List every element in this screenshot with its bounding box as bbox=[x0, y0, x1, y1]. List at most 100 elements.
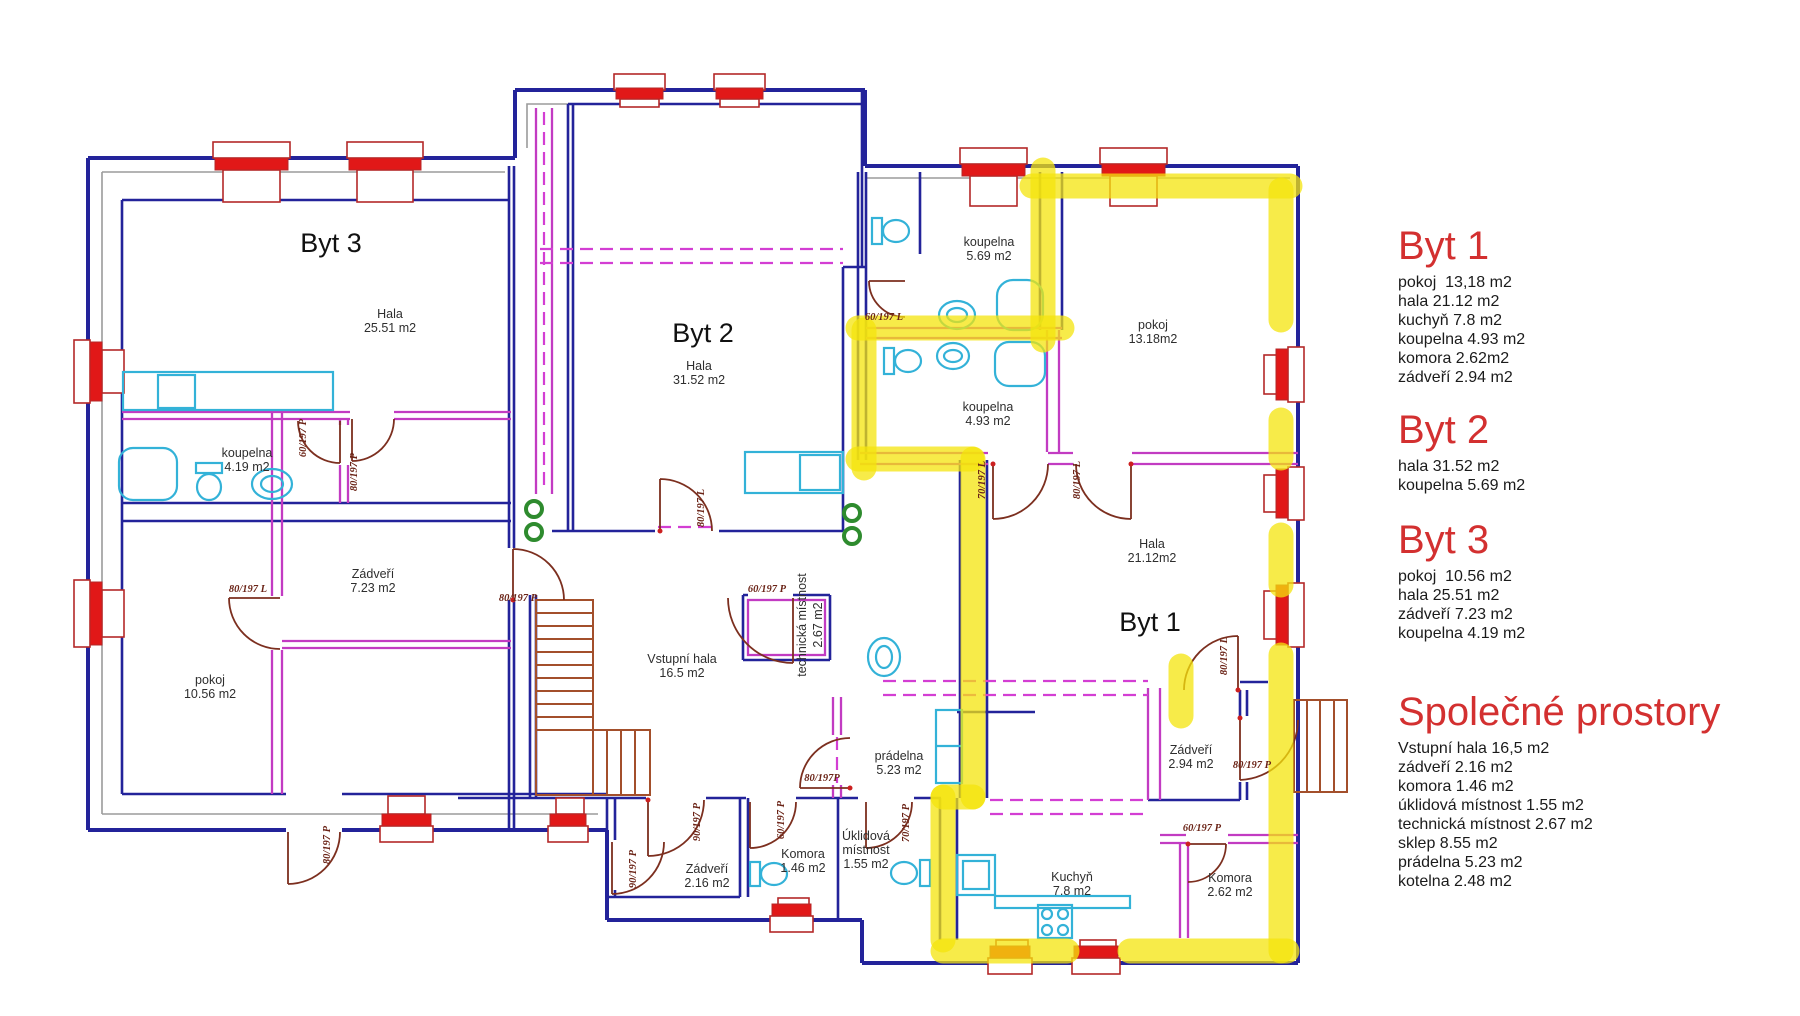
room-label: Komora bbox=[1208, 871, 1252, 885]
door-hinge-dots bbox=[510, 461, 1243, 847]
legend-item: sklep 8.55 m2 bbox=[1398, 835, 1498, 852]
door-size-label: 80/197 P bbox=[499, 593, 538, 604]
legend-item: koupelna 5.69 m2 bbox=[1398, 477, 1526, 494]
door-size-label: 70/197 L bbox=[977, 461, 988, 499]
legend-item: pokoj 10.56 m2 bbox=[1398, 568, 1512, 585]
room-label: Hala bbox=[1139, 537, 1165, 551]
legend-item: hala 21.12 m2 bbox=[1398, 293, 1500, 310]
room-label: 31.52 m2 bbox=[673, 373, 725, 387]
room-label: 25.51 m2 bbox=[364, 321, 416, 335]
room-label: 16.5 m2 bbox=[659, 666, 704, 680]
legend-section: Byt 3 pokoj 10.56 m2 hala 25.51 m2 zádveří … bbox=[1398, 518, 1525, 643]
legend-section: Byt 1 pokoj 13,18 m2 hala 21.12 m2 kuchyň 7… bbox=[1398, 224, 1525, 387]
door-size-label: 90/197 P bbox=[628, 849, 639, 888]
legend-section-title: Společné prostory bbox=[1398, 690, 1721, 734]
legend-item: technická místnost 2.67 m2 bbox=[1398, 816, 1593, 833]
door-size-label: 60/197 P bbox=[1183, 823, 1222, 834]
room-label: Komora bbox=[781, 847, 825, 861]
legend-item: úklidová místnost 1.55 m2 bbox=[1398, 797, 1584, 814]
fixtures-cyan bbox=[117, 216, 1132, 940]
door-size-label: 70/197 P bbox=[901, 803, 912, 842]
legend-section-title: Byt 2 bbox=[1398, 408, 1490, 452]
highlight-path-yellow bbox=[845, 157, 1303, 964]
room-label: technická místnost bbox=[795, 573, 809, 677]
stairs-interior bbox=[535, 599, 651, 796]
door-size-label: 60/197 P bbox=[748, 584, 787, 595]
sink-icon bbox=[935, 341, 971, 371]
stove-icon bbox=[1036, 903, 1074, 940]
door-size-label: 80/197 P bbox=[322, 825, 333, 864]
door-size-label: 60/197 L bbox=[865, 312, 903, 323]
room-label: 7.23 m2 bbox=[350, 581, 395, 595]
room-label: 2.94 m2 bbox=[1168, 757, 1213, 771]
toilet-icon bbox=[194, 461, 224, 475]
room-label: prádelna bbox=[875, 749, 924, 763]
room-label: Zádveří bbox=[352, 567, 395, 581]
legend-item: koupelna 4.19 m2 bbox=[1398, 625, 1526, 642]
room-label: Zádveří bbox=[1170, 743, 1213, 757]
drain-icons bbox=[524, 499, 862, 546]
legend-section: Byt 2 hala 31.52 m2 koupelna 5.69 m2 bbox=[1398, 408, 1525, 495]
door-size-label: 90/197 P bbox=[692, 802, 703, 841]
apartment-title: Byt 2 bbox=[672, 318, 734, 348]
room-label: 4.93 m2 bbox=[965, 414, 1010, 428]
door-size-label: 60/197 P bbox=[298, 418, 309, 457]
room-label: 10.56 m2 bbox=[184, 687, 236, 701]
legend-item: pokoj 13,18 m2 bbox=[1398, 274, 1512, 291]
toilet-icon bbox=[882, 346, 896, 376]
door-size-label: 60/197 P bbox=[776, 800, 787, 839]
stairs-entrance-exterior bbox=[1293, 699, 1348, 793]
legend-item: hala 25.51 m2 bbox=[1398, 587, 1500, 604]
legend-item: zádveří 2.16 m2 bbox=[1398, 759, 1513, 776]
room-label: Hala bbox=[686, 359, 712, 373]
legend-item: zádveří 7.23 m2 bbox=[1398, 606, 1513, 623]
legend-section-title: Byt 3 bbox=[1398, 518, 1490, 562]
room-label: koupelna bbox=[964, 235, 1015, 249]
sink-icon bbox=[866, 636, 902, 678]
room-label: 1.46 m2 bbox=[780, 861, 825, 875]
room-label: 2.67 m2 bbox=[811, 602, 825, 647]
room-label: Vstupní hala bbox=[647, 652, 717, 666]
door-size-label: 80/197 L bbox=[1219, 637, 1230, 675]
room-label: 1.55 m2 bbox=[843, 857, 888, 871]
door-size-label: 80/197 L bbox=[1072, 461, 1083, 499]
shower-icon bbox=[117, 446, 179, 502]
legend-item: kuchyň 7.8 m2 bbox=[1398, 312, 1503, 329]
room-label: Hala bbox=[377, 307, 403, 321]
insulation-gray-lines bbox=[101, 103, 1290, 815]
room-label: 21.12m2 bbox=[1128, 551, 1177, 565]
legend-item: komora 2.62m2 bbox=[1398, 350, 1510, 367]
room-label: 5.69 m2 bbox=[966, 249, 1011, 263]
legend-item: kotelna 2.48 m2 bbox=[1398, 873, 1512, 890]
window-red-bars bbox=[89, 87, 1289, 959]
door-size-label: 80/197 P bbox=[349, 452, 360, 491]
shower-icon bbox=[993, 340, 1047, 388]
legend: Byt 1 pokoj 13,18 m2 hala 21.12 m2 kuchyň 7… bbox=[1398, 0, 1778, 1016]
legend-item: Vstupní hala 16,5 m2 bbox=[1398, 740, 1550, 757]
legend-item: koupelna 4.93 m2 bbox=[1398, 331, 1526, 348]
toilet-icon bbox=[918, 858, 932, 888]
door-labels-layer: 80/197 P 80/197 L 60/197 P 80/197 P 80/197 L… bbox=[229, 312, 1272, 888]
legend-section-title: Byt 1 bbox=[1398, 224, 1490, 268]
room-label: pokoj bbox=[195, 673, 225, 687]
door-size-label: 80/197P bbox=[804, 773, 840, 784]
room-label: 4.19 m2 bbox=[224, 460, 269, 474]
room-label: 2.16 m2 bbox=[684, 876, 729, 890]
door-size-label: 80/197 P bbox=[1233, 760, 1272, 771]
toilet-icon bbox=[870, 216, 884, 246]
exterior-walls bbox=[86, 88, 1300, 965]
apartment-title: Byt 1 bbox=[1119, 607, 1181, 637]
room-label: Kuchyň bbox=[1051, 870, 1093, 884]
room-label: pokoj bbox=[1138, 318, 1168, 332]
room-label: 2.62 m2 bbox=[1207, 885, 1252, 899]
room-label: Zádveří bbox=[686, 862, 729, 876]
door-size-label: 80/197 L bbox=[696, 489, 707, 527]
room-label: koupelna bbox=[963, 400, 1014, 414]
legend-item: komora 1.46 m2 bbox=[1398, 778, 1514, 795]
sink-icon bbox=[250, 467, 294, 501]
legend-item: prádelna 5.23 m2 bbox=[1398, 854, 1523, 871]
legend-item: hala 31.52 m2 bbox=[1398, 458, 1500, 475]
